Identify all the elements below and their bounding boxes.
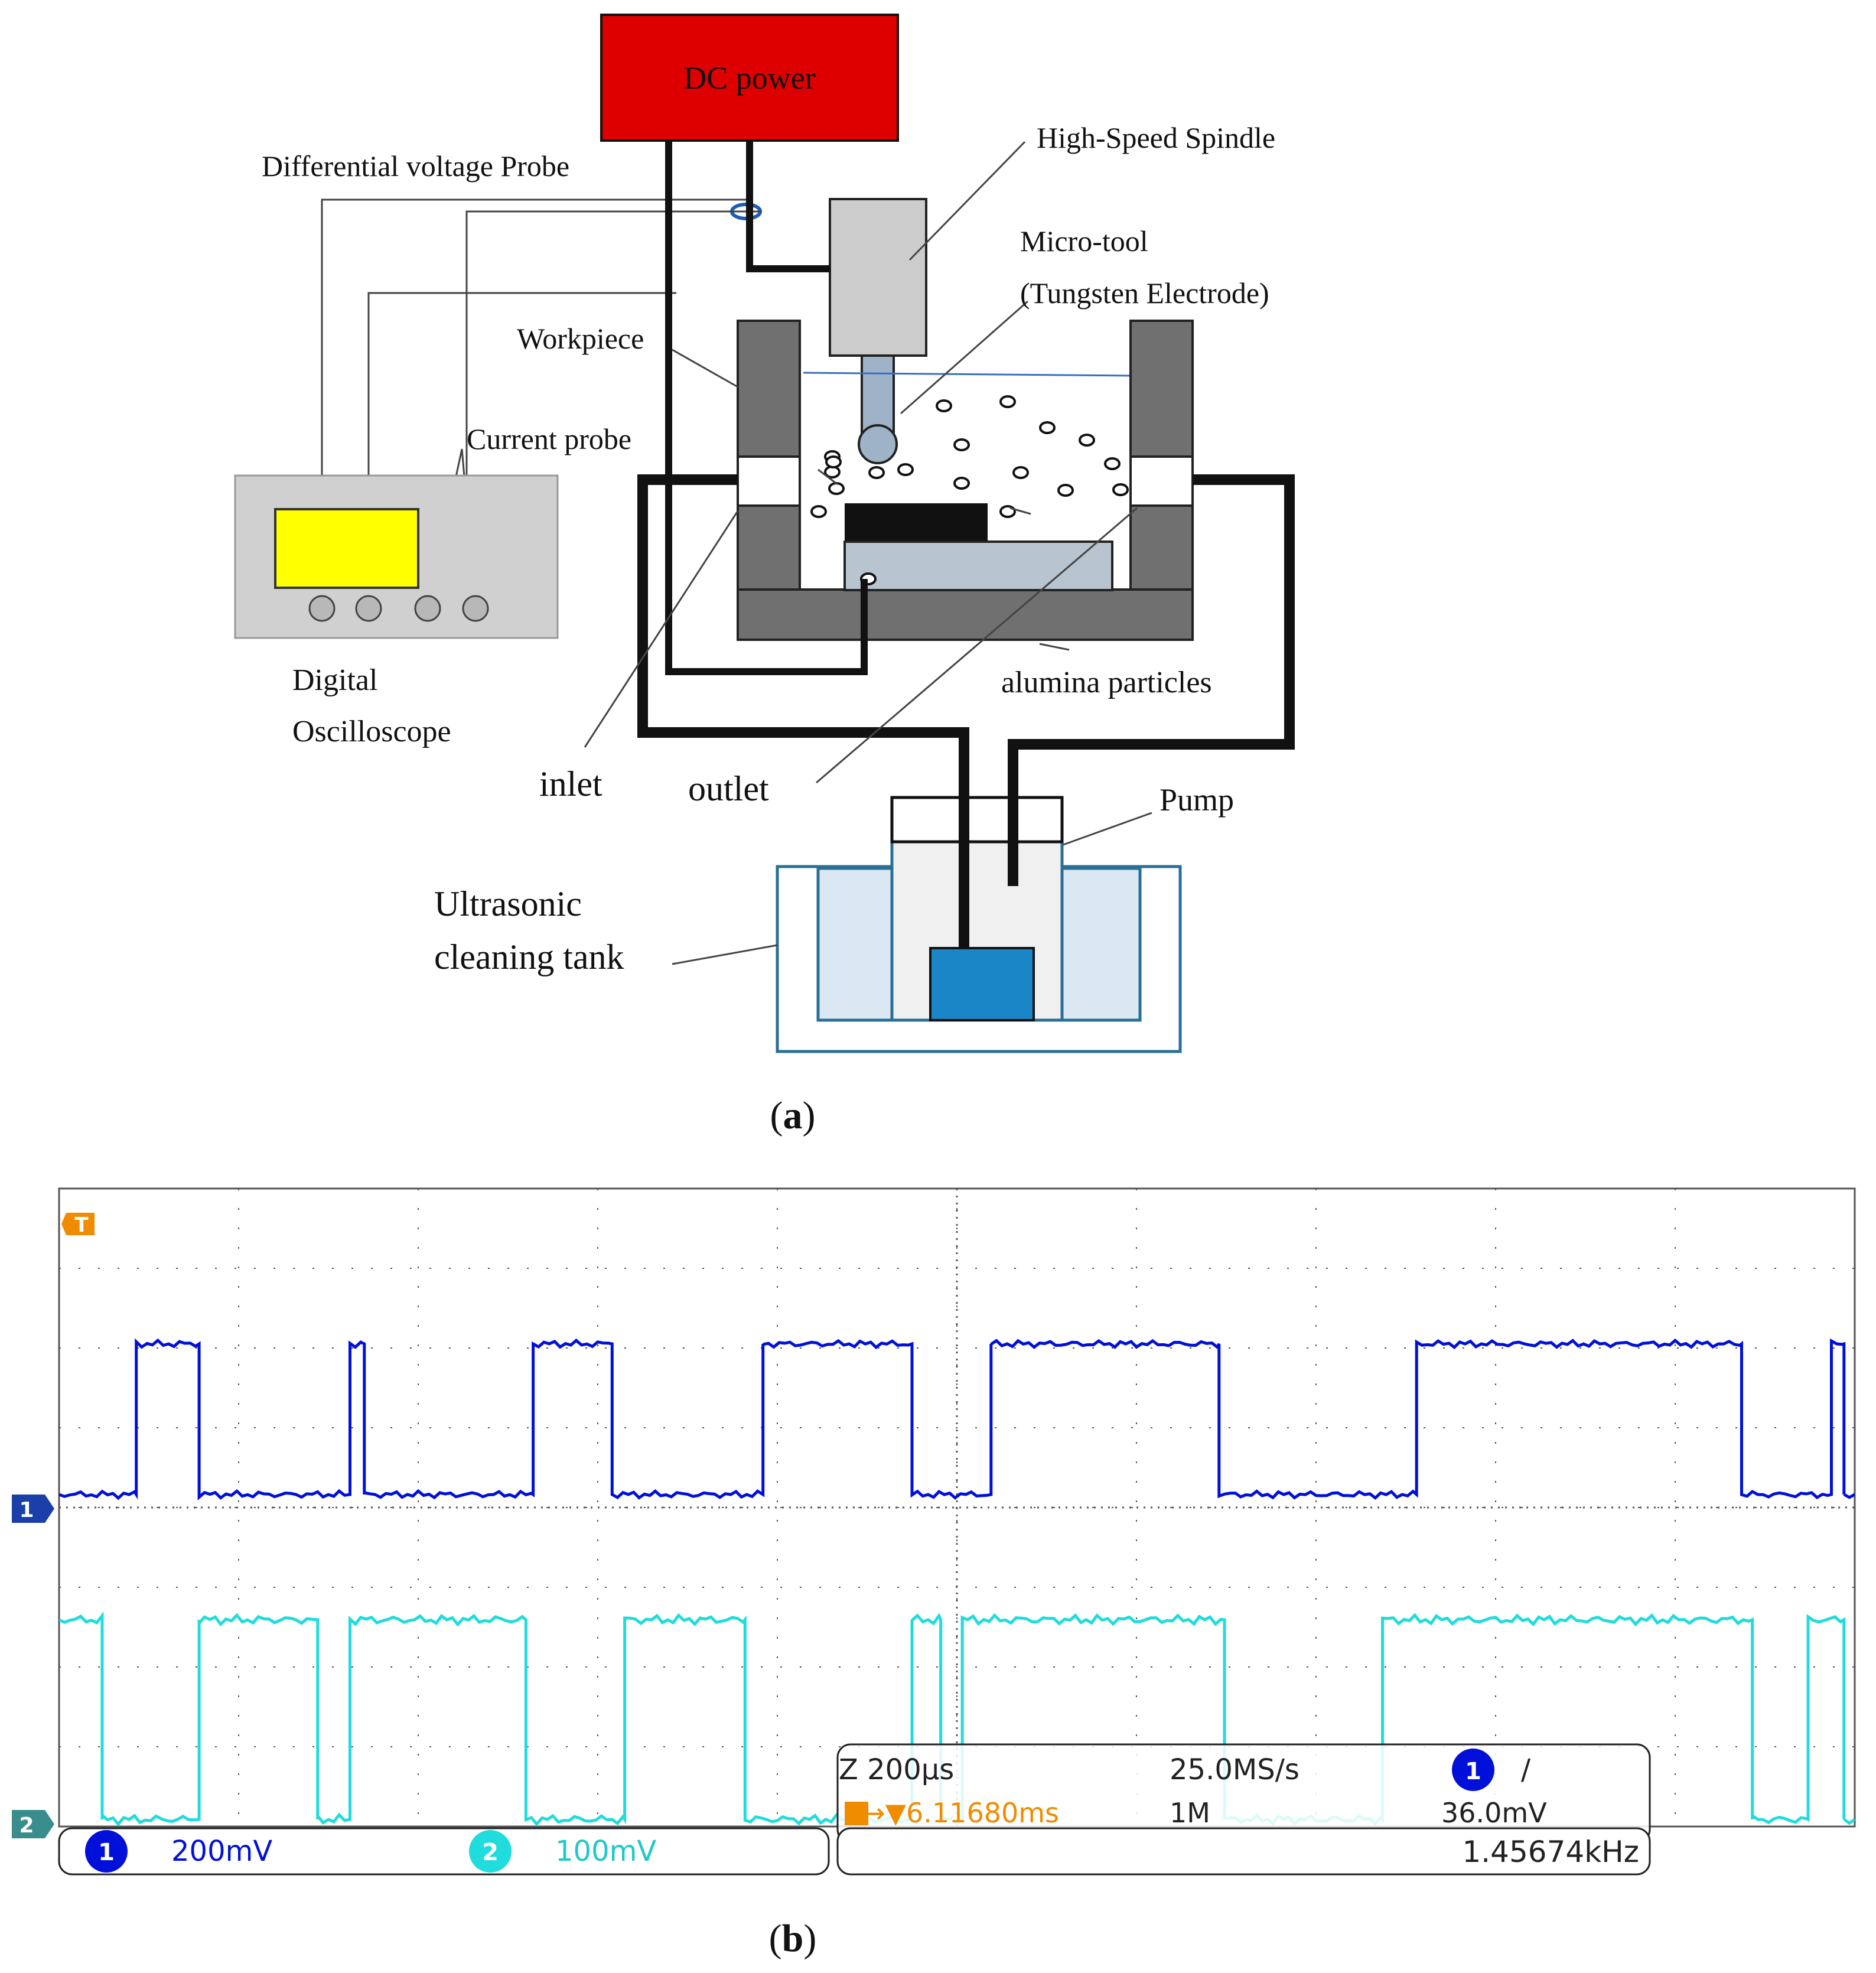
panel-b-oscilloscope: T 1 2 Z 200µs 25.0MS/s 1 / T→▼6.11680ms … [12,1187,1856,1960]
oscilloscope-screen [274,508,419,589]
ch2-scale-num: 2 [482,1839,499,1866]
label-pump: Pump [1160,782,1234,818]
label-differential-probe: Differential voltage Probe [262,149,569,183]
dc-power-box [600,14,899,142]
tool-shank [861,354,895,434]
readout-zoom: Z 200µs [839,1753,954,1786]
outlet-port [1129,455,1194,507]
oscilloscope-knob-3 [414,595,441,622]
caption-b: (b) [769,1917,817,1960]
fixture-base [737,588,1194,641]
workpiece-plate [843,541,1113,591]
workpiece-block [845,503,988,548]
channel-scale-strip: 1 200mV 2 100mV 1.45674kHz [58,1827,1651,1876]
label-spindle: High-Speed Spindle [1037,121,1275,154]
label-tank-2: cleaning tank [434,937,624,976]
label-alumina: alumina particles [1001,666,1212,699]
readout-trigger-channel-badge [1452,1749,1494,1791]
label-outlet: outlet [688,769,769,808]
ch2-marker-label: 2 [19,1814,34,1838]
readout-trigger-position: T→▼6.11680ms [845,1797,1059,1829]
readout-record-length: 1M [1170,1797,1210,1829]
ch2-ground-marker: 2 [12,1810,54,1838]
readout-frequency: 1.45674kHz [1462,1835,1639,1869]
trigger-marker-label: T [74,1213,89,1237]
readout-trigger-slope: / [1521,1753,1531,1786]
label-oscilloscope-1: Digital [292,663,377,697]
dc-power-label: DC power [683,60,815,96]
scope-readout-box: Z 200µs 25.0MS/s 1 / T→▼6.11680ms 1M 36.… [836,1743,1651,1844]
label-tungsten-electrode: (Tungsten Electrode) [1020,276,1269,310]
power-wires [665,141,868,675]
panel-a-schematic: DC power [234,14,1295,1137]
tool-tip-ball [858,424,898,464]
pump-lid [890,796,1064,844]
fluid-level-line [803,372,1132,377]
readout-trigger-level: 36.0mV [1441,1797,1547,1829]
ch1-trace [59,1338,1855,1500]
oscilloscope-knob-1 [308,595,336,622]
ch1-scale-badge [85,1830,128,1873]
label-workpiece: Workpiece [517,322,644,355]
inlet-port [737,455,801,507]
ch1-scale-value: 200mV [171,1835,272,1868]
oscilloscope-knob-4 [462,595,489,622]
oscilloscope-knob-2 [355,595,382,622]
ch1-scale-num: 1 [98,1839,115,1866]
label-tank-1: Ultrasonic [434,884,582,923]
ch1-marker-label: 1 [19,1498,34,1522]
label-current-probe: Current probe [467,422,631,455]
ch1-ground-marker: 1 [12,1495,54,1523]
label-micro-tool: Micro-tool [1020,224,1148,258]
alumina-particles [810,395,1129,585]
pointer-lines [584,141,1152,965]
pump-motor [929,947,1035,1021]
spindle-body [829,198,927,357]
ch2-scale-value: 100mV [555,1835,656,1868]
readout-trigger-channel: 1 [1465,1758,1481,1785]
ch2-scale-badge [469,1830,512,1873]
caption-a: (a) [770,1094,816,1137]
label-oscilloscope-2: Oscilloscope [292,715,451,748]
readout-sample-rate: 25.0MS/s [1170,1753,1299,1786]
trigger-marker: T [61,1213,95,1237]
label-inlet: inlet [539,764,602,803]
